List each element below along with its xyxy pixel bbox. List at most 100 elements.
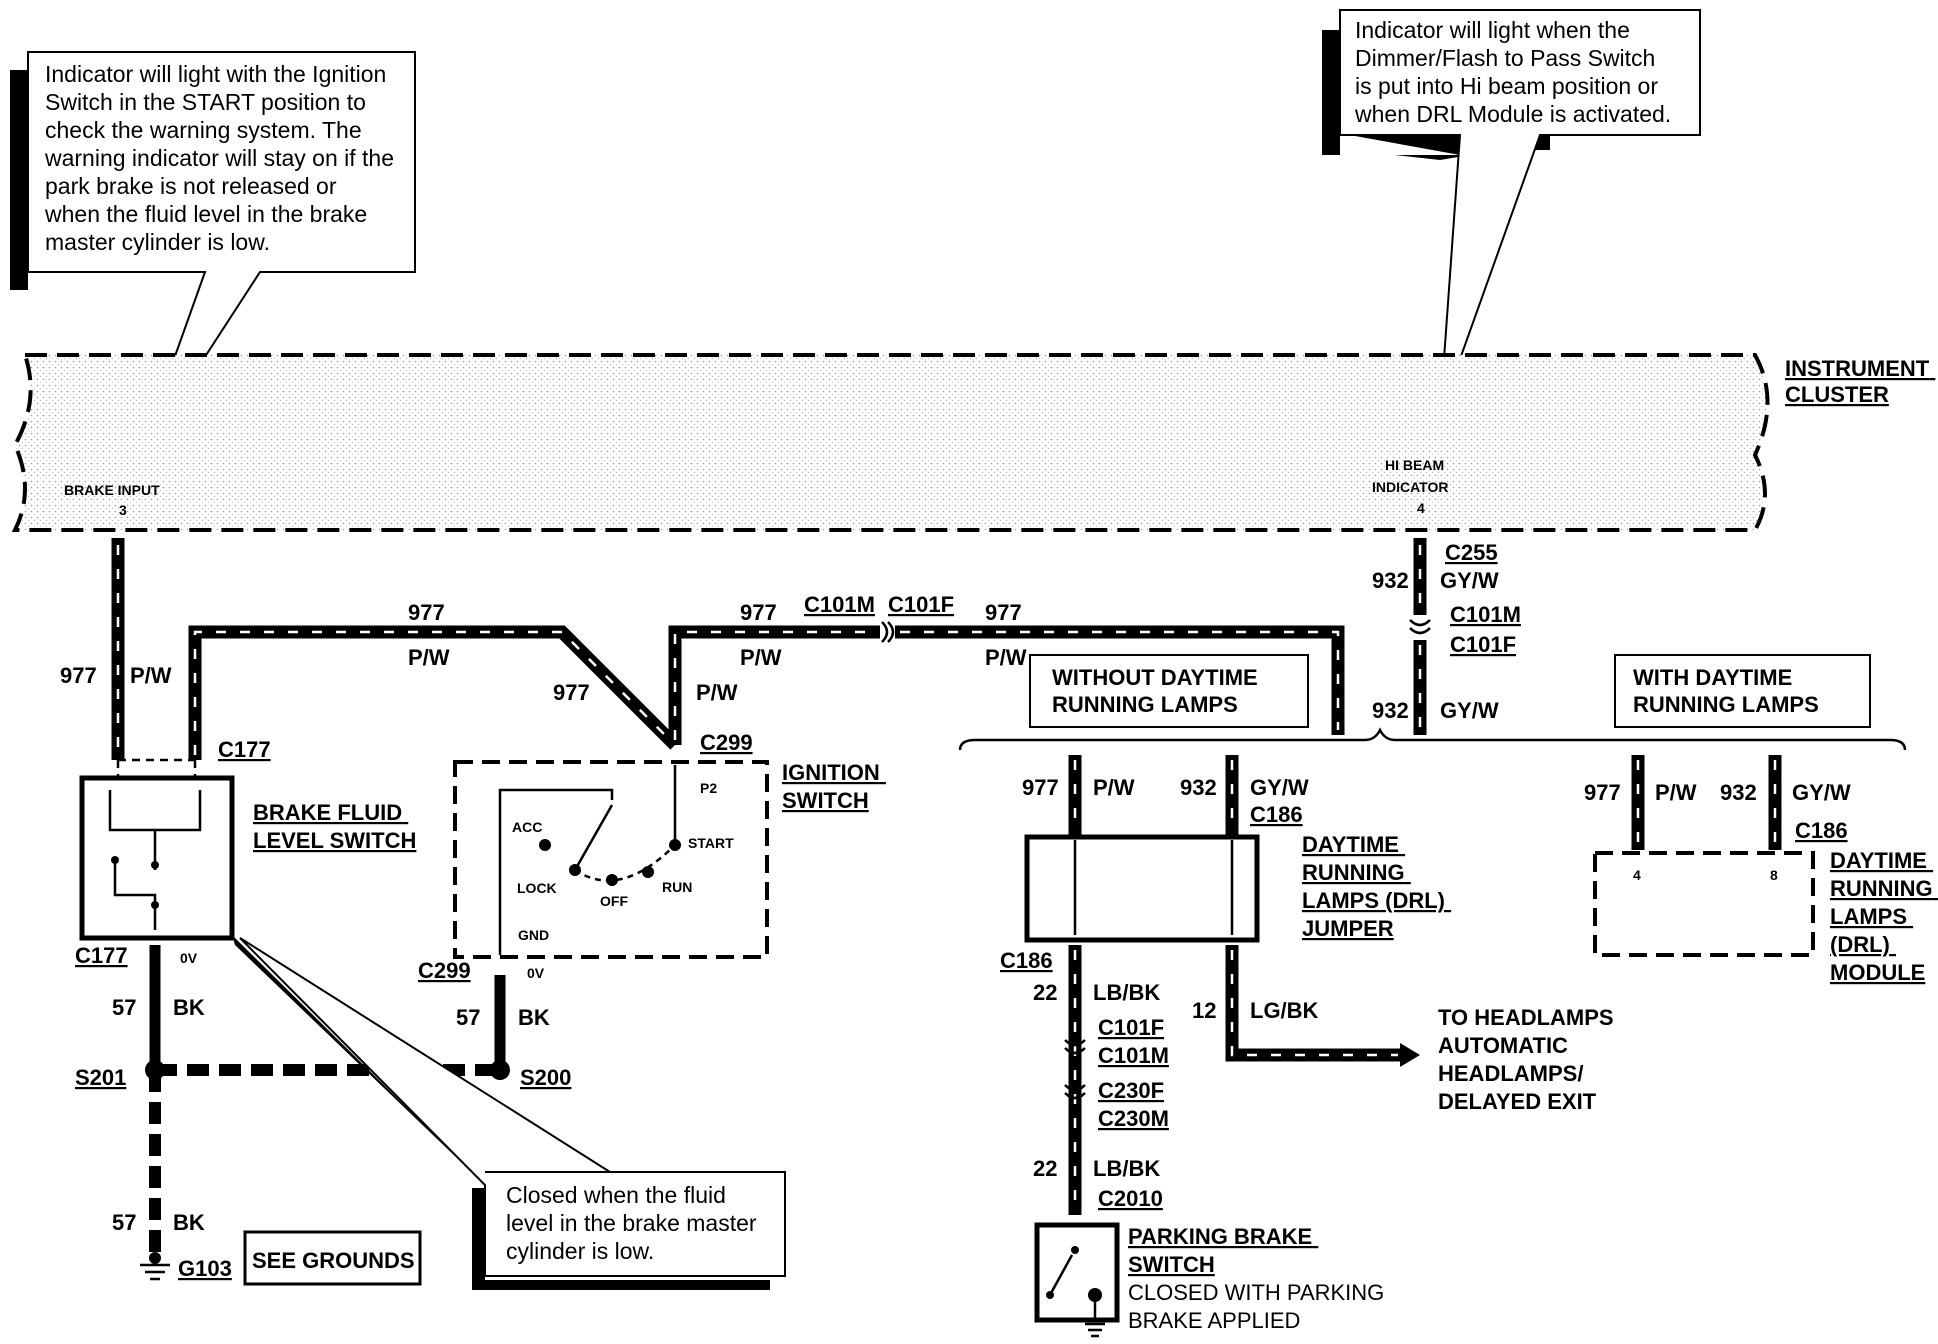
- svg-text:C101F: C101F: [1098, 1015, 1164, 1040]
- svg-text:977: 977: [1022, 775, 1059, 800]
- svg-text:BK: BK: [173, 1210, 205, 1235]
- svg-text:LG/BK: LG/BK: [1250, 998, 1319, 1023]
- svg-text:BK: BK: [518, 1005, 550, 1030]
- svg-text:C230F: C230F: [1098, 1078, 1164, 1103]
- svg-text:P/W: P/W: [130, 663, 172, 688]
- svg-text:932: 932: [1720, 780, 1757, 805]
- callout-fluid-text: Closed when the fluid level in the brake…: [506, 1182, 763, 1264]
- svg-text:P/W: P/W: [696, 680, 738, 705]
- svg-text:22: 22: [1033, 1156, 1057, 1181]
- svg-text:4: 4: [1633, 867, 1641, 883]
- svg-text:C255: C255: [1445, 540, 1498, 565]
- svg-text:SEE GROUNDS: SEE GROUNDS: [252, 1248, 415, 1273]
- ground-symbol-g103: [140, 1252, 170, 1281]
- svg-text:WITHOUT DAYTIME RUNNING: WITHOUT DAYTIME RUNNING LAMPS: [1052, 665, 1264, 717]
- svg-text:WITH DAYTIME RUNNING LAM: WITH DAYTIME RUNNING LAMPS: [1633, 665, 1819, 717]
- callout-fluid-switch: Closed when the fluid level in the brake…: [232, 935, 786, 1290]
- wire-drl-module: [1631, 755, 1782, 850]
- svg-text:C186: C186: [1795, 818, 1848, 843]
- svg-text:C230M: C230M: [1098, 1106, 1169, 1131]
- svg-text:G103: G103: [178, 1256, 232, 1281]
- connector-c101-drl-symbol: [1064, 1039, 1086, 1055]
- ignition-switch: [453, 760, 769, 959]
- brake-fluid-level-switch: [79, 758, 235, 941]
- svg-text:C2010: C2010: [1098, 1186, 1163, 1211]
- svg-text:C101M: C101M: [1450, 602, 1521, 627]
- svg-text:12: 12: [1192, 998, 1216, 1023]
- brake-input-label: BRAKE INPUT: [64, 482, 160, 498]
- svg-text:C101M: C101M: [1098, 1043, 1169, 1068]
- svg-text:977: 977: [408, 600, 445, 625]
- wire-drl-jumper: [1068, 755, 1400, 1215]
- svg-text:P/W: P/W: [1655, 780, 1697, 805]
- callout-hi-beam: Indicator will light when the Dimmer/Fla…: [1322, 9, 1701, 416]
- callout-hi-beam-text: Indicator will light when the Dimmer/Fla…: [1354, 17, 1671, 127]
- svg-text:932: 932: [1372, 568, 1409, 593]
- drl-module: 4 8: [1593, 851, 1815, 957]
- svg-text:C177: C177: [75, 943, 128, 968]
- connector-c101-symbol: [881, 621, 895, 643]
- wire-labels: 977 P/W 977 P/W 977 P/W 977 P/W 977 P/W …: [60, 568, 1851, 1235]
- parking-brake-note: CLOSED WITH PARKING BRAKE APPLIED: [1128, 1280, 1390, 1333]
- svg-text:977: 977: [553, 680, 590, 705]
- svg-text:OFF: OFF: [600, 893, 628, 909]
- svg-text:0V: 0V: [527, 965, 545, 981]
- connector-labels: C177 C177 C299 C299 C101M C101F C255 C10…: [75, 540, 1848, 1281]
- svg-text:START: START: [688, 835, 734, 851]
- svg-text:977: 977: [1584, 780, 1621, 805]
- hi-beam-pin: 4: [1417, 500, 1425, 516]
- svg-text:C299: C299: [418, 958, 471, 983]
- ignition-switch-label: IGNITION SWITCH: [782, 760, 886, 813]
- parking-brake-label: PARKING BRAKE SWITCH: [1128, 1224, 1318, 1277]
- cluster-title: INSTRUMENT CLUSTER: [1785, 356, 1935, 407]
- svg-text:C101M: C101M: [804, 592, 875, 617]
- svg-text:P/W: P/W: [985, 645, 1027, 670]
- svg-text:57: 57: [112, 995, 136, 1020]
- option-without-drl: WITHOUT DAYTIME RUNNING LAMPS: [1029, 654, 1309, 728]
- svg-text:C177: C177: [218, 737, 271, 762]
- svg-text:BK: BK: [173, 995, 205, 1020]
- svg-text:RUN: RUN: [662, 879, 692, 895]
- ignition-positions: ACC LOCK OFF RUN START P2 GND: [512, 780, 734, 943]
- callout-brake-warning: Indicator will light with the Ignition S…: [10, 51, 416, 470]
- connector-c230-symbol: [1064, 1084, 1086, 1100]
- svg-text:8: 8: [1770, 867, 1778, 883]
- see-grounds-box[interactable]: SEE GROUNDS: [243, 1230, 422, 1286]
- callout-brake-text: Indicator will light with the Ignition S…: [44, 61, 400, 255]
- svg-text:GND: GND: [518, 927, 549, 943]
- svg-text:LB/BK: LB/BK: [1093, 980, 1160, 1005]
- svg-text:C299: C299: [700, 730, 753, 755]
- connector-c101-hi-symbol: [1409, 619, 1431, 635]
- svg-text:0V: 0V: [180, 950, 198, 966]
- drl-module-label: DAYTIME RUNNING LAMPS (DRL) MODULE: [1830, 848, 1938, 985]
- svg-text:977: 977: [985, 600, 1022, 625]
- option-with-drl: WITH DAYTIME RUNNING LAMPS: [1614, 654, 1871, 728]
- svg-text:57: 57: [456, 1005, 480, 1030]
- svg-text:GY/W: GY/W: [1250, 775, 1309, 800]
- brake-fluid-switch-label: BRAKE FLUID LEVEL SWITCH: [253, 800, 416, 853]
- svg-text:C101F: C101F: [1450, 632, 1516, 657]
- svg-text:ACC: ACC: [512, 819, 542, 835]
- wire-977-brake-input: [111, 538, 1345, 760]
- svg-text:977: 977: [740, 600, 777, 625]
- svg-text:932: 932: [1372, 698, 1409, 723]
- svg-text:932: 932: [1180, 775, 1217, 800]
- arrow-to-headlamps: [1400, 1043, 1420, 1067]
- svg-text:P/W: P/W: [740, 645, 782, 670]
- headlamps-label: TO HEADLAMPS AUTOMATIC HEADLAMPS/ DELAYE…: [1438, 1005, 1620, 1114]
- svg-text:LB/BK: LB/BK: [1093, 1156, 1160, 1181]
- parking-brake-switch: [1034, 1222, 1120, 1338]
- option-brace: [958, 727, 1907, 751]
- svg-text:C101F: C101F: [888, 592, 954, 617]
- brake-input-pin: 3: [119, 502, 127, 518]
- svg-text:S200: S200: [520, 1065, 571, 1090]
- svg-text:57: 57: [112, 1210, 136, 1235]
- svg-text:GY/W: GY/W: [1440, 568, 1499, 593]
- svg-text:22: 22: [1033, 980, 1057, 1005]
- hi-beam-label: HI BEAM INDICATOR: [1372, 457, 1448, 495]
- svg-text:S201: S201: [75, 1065, 126, 1090]
- svg-text:C186: C186: [1000, 948, 1053, 973]
- svg-text:P/W: P/W: [408, 645, 450, 670]
- svg-text:GY/W: GY/W: [1792, 780, 1851, 805]
- svg-text:P2: P2: [700, 780, 717, 796]
